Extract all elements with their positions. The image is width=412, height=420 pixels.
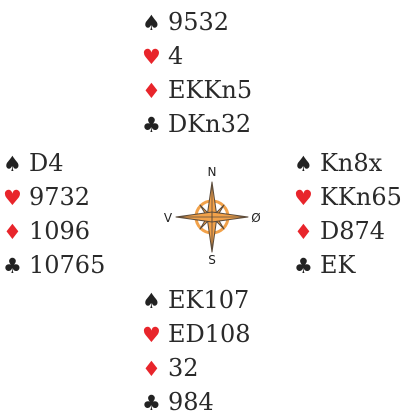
- diamond-icon: ♦: [3, 220, 22, 244]
- west-clubs-row: ♣ 10765: [3, 248, 105, 282]
- east-clubs-row: ♣ EK: [294, 248, 402, 282]
- north-diamonds-row: ♦ EKKn5: [142, 73, 252, 107]
- compass-south-label: S: [208, 253, 216, 267]
- south-hearts-row: ♥ ED108: [142, 317, 251, 351]
- north-clubs: DKn32: [168, 110, 252, 138]
- south-spades-row: ♠ EK107: [142, 283, 251, 317]
- compass-rose-icon: N S V Ø: [164, 165, 261, 267]
- east-diamonds-row: ♦ D874: [294, 214, 402, 248]
- east-spades-row: ♠ Kn8x: [294, 146, 402, 180]
- compass-east-label: Ø: [251, 211, 260, 225]
- north-spades-row: ♠ 9532: [142, 5, 252, 39]
- west-spades: D4: [29, 149, 64, 177]
- diamond-icon: ♦: [294, 220, 313, 244]
- south-clubs: 984: [168, 388, 214, 416]
- south-hearts: ED108: [168, 320, 251, 348]
- heart-icon: ♥: [142, 45, 161, 69]
- compass-north-label: N: [208, 165, 217, 179]
- diamond-icon: ♦: [142, 357, 161, 381]
- spade-icon: ♠: [142, 11, 161, 35]
- club-icon: ♣: [142, 113, 161, 137]
- south-spades: EK107: [168, 286, 250, 314]
- east-hand: ♠ Kn8x ♥ KKn65 ♦ D874 ♣ EK: [294, 146, 402, 282]
- west-spades-row: ♠ D4: [3, 146, 105, 180]
- south-clubs-row: ♣ 984: [142, 385, 251, 419]
- north-clubs-row: ♣ DKn32: [142, 107, 252, 141]
- west-hearts-row: ♥ 9732: [3, 180, 105, 214]
- west-hearts: 9732: [29, 183, 91, 211]
- east-hearts-row: ♥ KKn65: [294, 180, 402, 214]
- south-diamonds: 32: [168, 354, 199, 382]
- north-diamonds: EKKn5: [168, 76, 253, 104]
- west-clubs: 10765: [29, 251, 106, 279]
- club-icon: ♣: [294, 254, 313, 278]
- east-hearts: KKn65: [320, 183, 402, 211]
- diamond-icon: ♦: [142, 79, 161, 103]
- heart-icon: ♥: [3, 186, 22, 210]
- north-hearts-row: ♥4: [142, 39, 252, 73]
- club-icon: ♣: [3, 254, 22, 278]
- compass-rose: [175, 181, 249, 253]
- north-hearts: 4: [168, 42, 184, 70]
- north-hand: ♠9532 ♥4 ♦EKKn5 ♣DKn32: [142, 5, 252, 141]
- spade-icon: ♠: [142, 289, 161, 313]
- heart-icon: ♥: [294, 186, 313, 210]
- south-diamonds-row: ♦ 32: [142, 351, 251, 385]
- spade-icon: ♠: [294, 152, 313, 176]
- west-diamonds-row: ♦ 1096: [3, 214, 105, 248]
- north-spades: 9532: [168, 8, 230, 36]
- west-diamonds: 1096: [29, 217, 91, 245]
- spade-icon: ♠: [3, 152, 22, 176]
- east-diamonds: D874: [320, 217, 386, 245]
- heart-icon: ♥: [142, 323, 161, 347]
- club-icon: ♣: [142, 391, 161, 415]
- compass-west-label: V: [164, 211, 173, 225]
- west-hand: ♠ D4 ♥ 9732 ♦ 1096 ♣ 10765: [3, 146, 105, 282]
- south-hand: ♠ EK107 ♥ ED108 ♦ 32 ♣ 984: [142, 283, 251, 419]
- east-spades: Kn8x: [320, 149, 383, 177]
- east-clubs: EK: [320, 251, 356, 279]
